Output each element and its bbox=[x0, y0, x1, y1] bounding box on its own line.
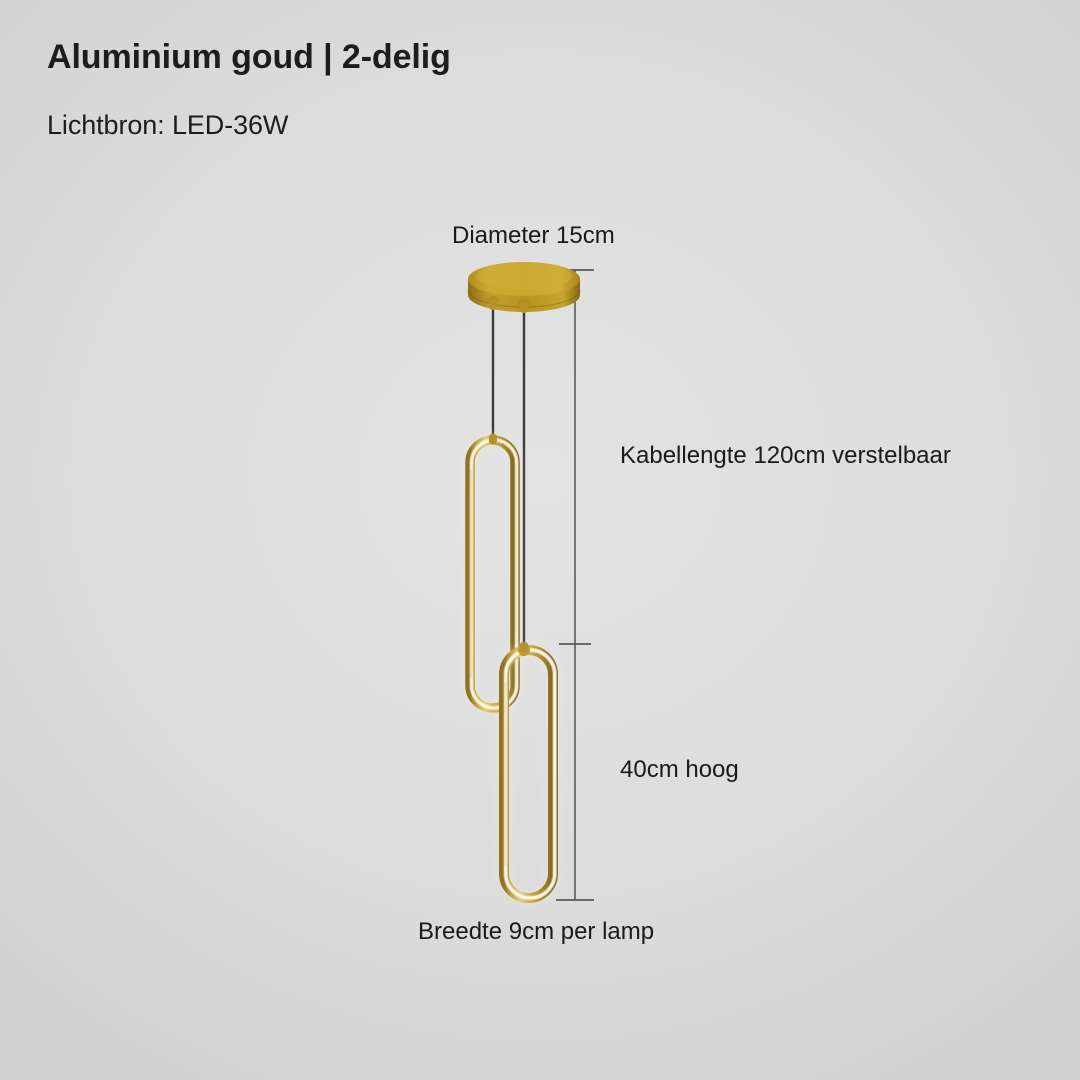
page-title: Aluminium goud | 2-delig bbox=[47, 38, 451, 76]
lower-pendant-ring bbox=[498, 642, 559, 904]
annotation-height: 40cm hoog bbox=[620, 756, 739, 783]
ceiling-canopy bbox=[467, 262, 581, 313]
dimension-line bbox=[556, 269, 594, 901]
annotation-cable-length: Kabellengte 120cm verstelbaar bbox=[620, 442, 951, 469]
upper-pendant-ring bbox=[464, 434, 521, 714]
annotation-width: Breedte 9cm per lamp bbox=[418, 918, 655, 945]
page-subtitle: Lichtbron: LED-36W bbox=[47, 110, 289, 140]
suspension-cables bbox=[491, 308, 526, 652]
annotation-diameter: Diameter 15cm bbox=[452, 222, 615, 249]
